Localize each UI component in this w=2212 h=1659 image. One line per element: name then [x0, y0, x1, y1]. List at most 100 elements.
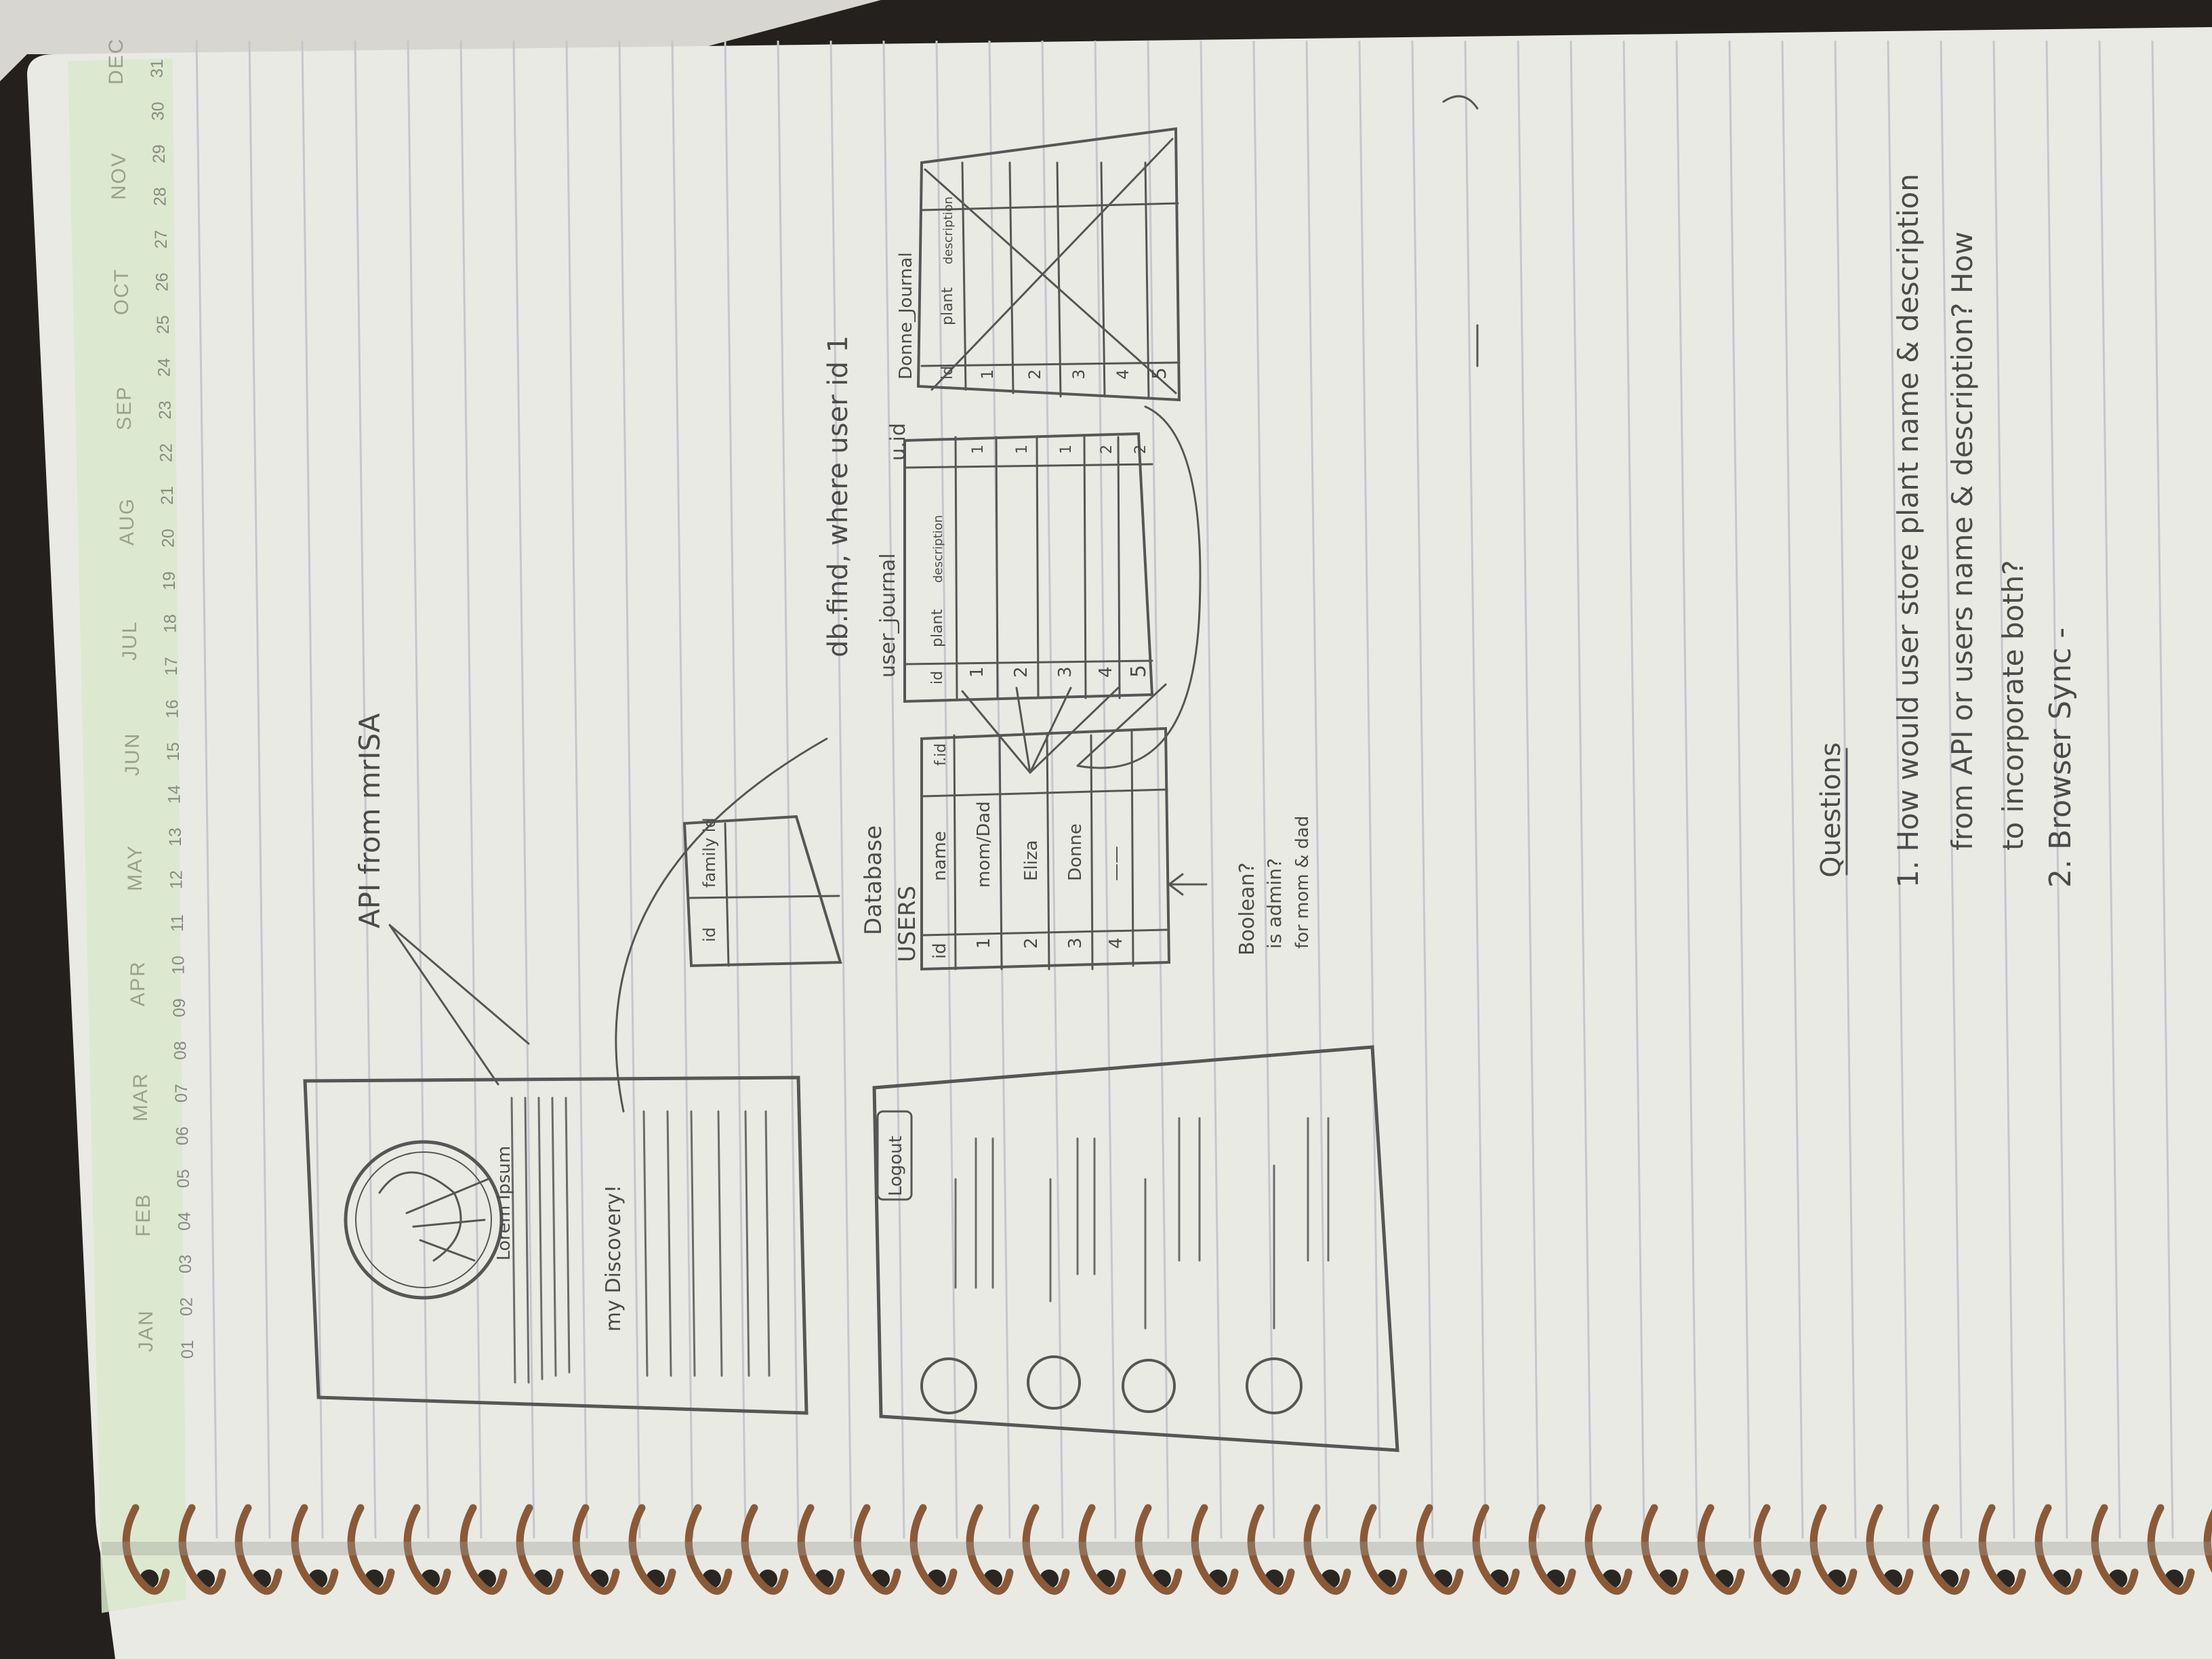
- spiral-ring: [1078, 1504, 1126, 1595]
- ruled-line: [1517, 40, 1540, 1539]
- day-number: 01: [178, 1340, 197, 1359]
- spiral-ring: [2203, 1509, 2212, 1573]
- month-label: OCT: [110, 268, 133, 315]
- ruled-line: [1887, 40, 1910, 1539]
- ruled-line: [1358, 40, 1381, 1539]
- month-label: APR: [127, 960, 149, 1006]
- day-number: 24: [155, 358, 174, 377]
- ruled-line: [1305, 40, 1328, 1539]
- ruled-line: [2045, 40, 2068, 1539]
- day-number: 11: [168, 914, 187, 932]
- spiral-ring: [1472, 1504, 1520, 1595]
- api-note: API from mrISA: [353, 713, 386, 928]
- uj-row-3-uid: 1: [1058, 445, 1075, 454]
- admin-note-1: Boolean?: [1235, 863, 1259, 956]
- spiral-ring: [1303, 1504, 1351, 1595]
- user-journal-uid-label: u.id: [886, 423, 910, 461]
- dj-header-id: id: [939, 366, 956, 380]
- ruled-line: [882, 40, 905, 1539]
- day-number: 31: [148, 59, 167, 78]
- day-number: 19: [160, 571, 179, 590]
- spiral-ring: [628, 1504, 676, 1595]
- dj-row-3-id: 3: [1069, 369, 1088, 380]
- day-number: 12: [167, 870, 186, 889]
- question-1-line-2: from API or users name & description? Ho…: [1946, 232, 1979, 851]
- dj-row-5-id: 5: [1148, 367, 1170, 380]
- questions-heading: Questions: [1816, 742, 1847, 878]
- spiral-ring: [516, 1504, 564, 1595]
- spiral-ring: [1697, 1504, 1745, 1595]
- ruled-line: [354, 40, 377, 1539]
- ruled-line: [1252, 40, 1275, 1539]
- logout-button-sketch: [876, 1110, 913, 1201]
- day-number: 14: [165, 785, 184, 804]
- spiral-ring: [1584, 1504, 1633, 1595]
- month-label: DEC: [105, 38, 127, 85]
- ruled-line: [671, 40, 694, 1539]
- spiral-ring: [291, 1504, 339, 1595]
- day-number: 09: [170, 998, 189, 1017]
- spiral-ring: [797, 1504, 845, 1595]
- calendar-band: [68, 58, 186, 1613]
- day-number: 10: [169, 956, 188, 975]
- ruled-line: [1570, 40, 1593, 1539]
- spiral-ring: [1978, 1504, 2026, 1595]
- ruled-line: [777, 40, 800, 1539]
- day-number: 28: [151, 187, 170, 206]
- leaf-icon: [1027, 1355, 1081, 1410]
- day-number: 18: [161, 614, 180, 633]
- users-table-sketch: [920, 726, 1171, 971]
- lorem-ipsum-label: Lorem Ipsum: [494, 1146, 514, 1261]
- uj-row-2-uid: 1: [1014, 445, 1031, 454]
- day-number: 26: [153, 272, 172, 291]
- users-row-2-id: 2: [1021, 937, 1042, 949]
- ruled-line: [2151, 40, 2174, 1539]
- ruled-line: [830, 40, 853, 1539]
- day-number: 03: [176, 1254, 195, 1273]
- question-2: 2. Browser Sync -: [2043, 628, 2078, 888]
- family-table-sketch: [682, 815, 842, 968]
- user-journal-label: user_journal: [876, 553, 900, 678]
- day-number: 02: [178, 1297, 197, 1316]
- query-note: db.find, where user id 1: [823, 335, 854, 657]
- spiral-ring: [403, 1504, 451, 1595]
- logout-label: Logout: [886, 1136, 906, 1196]
- handwritten-labels: Lorem Ipsum my Discovery! API from mrISA…: [353, 173, 2078, 1332]
- plant-image-sketch: [344, 1140, 504, 1300]
- ruled-line: [618, 40, 641, 1539]
- month-label: NOV: [108, 152, 130, 200]
- spiral-ring: [1922, 1504, 1970, 1595]
- ruled-line: [459, 40, 483, 1539]
- flower-icon: [1122, 1359, 1176, 1413]
- day-number: 06: [173, 1126, 192, 1145]
- day-number: 16: [163, 699, 182, 718]
- spiral-ring: [1022, 1504, 1070, 1595]
- spiral-ring: [2034, 1504, 2083, 1595]
- uj-row-5-uid: 2: [1132, 445, 1149, 454]
- day-number: 25: [154, 315, 173, 334]
- donne-journal-table-sketch: [916, 127, 1181, 402]
- lorem-text-lines: [510, 1097, 771, 1384]
- users-header-fid: f.id: [933, 743, 949, 766]
- ruled-line: [724, 40, 747, 1539]
- month-label: JAN: [135, 1309, 157, 1352]
- day-number: 23: [156, 401, 175, 419]
- day-number: 20: [159, 529, 178, 548]
- day-number: 30: [149, 102, 168, 121]
- ruled-line: [512, 40, 535, 1539]
- spiral-ring: [966, 1504, 1014, 1595]
- day-number: 13: [166, 827, 185, 846]
- ruled-line: [1622, 40, 1645, 1539]
- users-row-2-name: Eliza: [1021, 840, 1042, 881]
- user-journal-table-sketch: [903, 432, 1154, 703]
- ruled-line: [1041, 40, 1064, 1539]
- spiral-ring: [909, 1504, 958, 1595]
- uj-row-4-uid: 2: [1099, 445, 1115, 454]
- dj-header-description: description: [941, 197, 956, 264]
- spiral-ring: [853, 1504, 901, 1595]
- spiral-ring: [1416, 1504, 1464, 1595]
- day-number: 17: [162, 657, 181, 676]
- list-card-sketch: [872, 1045, 1399, 1452]
- day-number: 22: [157, 443, 176, 462]
